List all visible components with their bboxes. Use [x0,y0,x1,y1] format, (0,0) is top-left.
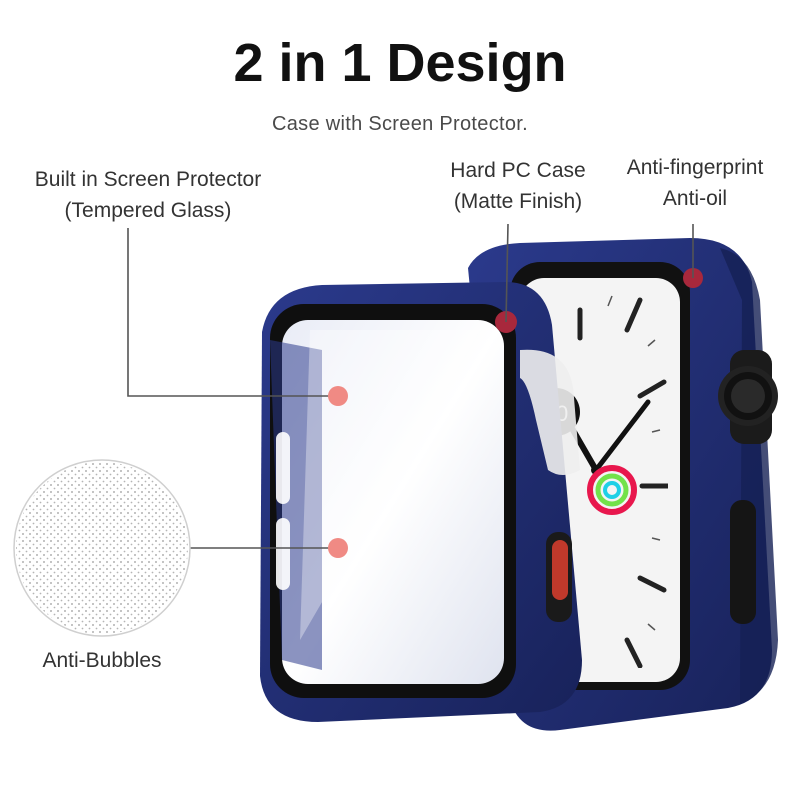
built-in-protector-line2: (Tempered Glass) [64,199,232,222]
side-button-icon [730,500,756,624]
page-subtitle: Case with Screen Protector. [272,113,528,135]
hard-pc-case-label: Hard PC Case (Matte Finish) [432,155,604,217]
hard-pc-case-line1: Hard PC Case [450,159,586,182]
anti-fingerprint-line1: Anti-fingerprint [626,156,764,179]
marker-dot [328,538,348,558]
hard-pc-case-line2: (Matte Finish) [453,190,583,213]
anti-bubbles-label: Anti-Bubbles [42,649,162,672]
marker-dot [328,386,348,406]
built-in-protector-line1: Built in Screen Protector [34,168,262,191]
anti-fingerprint-line2: Anti-oil [662,187,728,210]
page-title: 2 in 1 Design [233,33,567,93]
digital-crown-icon [718,350,778,444]
callout-lines [127,223,694,549]
anti-fingerprint-label: Anti-fingerprint Anti-oil [610,152,780,214]
built-in-protector-label: Built in Screen Protector (Tempered Glas… [10,164,286,226]
anti-bubbles-circle [13,459,191,637]
front-case [260,282,582,722]
